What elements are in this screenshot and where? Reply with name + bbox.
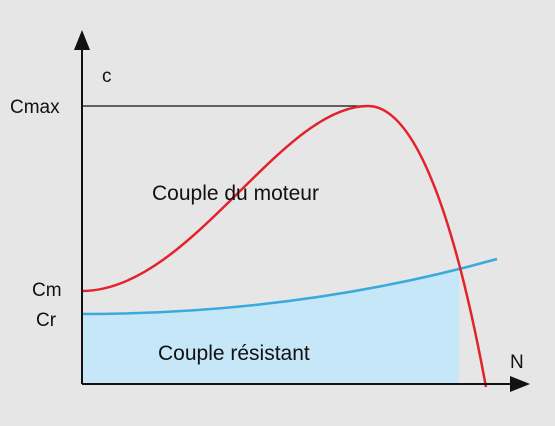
tick-cmax: Cmax — [10, 97, 60, 118]
x-axis-label: N — [510, 352, 524, 373]
y-axis-arrow — [74, 30, 90, 50]
motor-torque-curve — [81, 104, 488, 388]
x-axis-arrow — [510, 376, 530, 392]
tick-cm: Cm — [32, 280, 62, 301]
resistant-torque-label: Couple résistant — [158, 342, 310, 365]
tick-cr: Cr — [36, 310, 57, 331]
resistant-torque-curve — [81, 257, 498, 316]
y-axis-label: c — [102, 66, 112, 87]
resistant-torque-area — [82, 268, 459, 384]
motor-torque-label: Couple du moteur — [152, 182, 319, 205]
